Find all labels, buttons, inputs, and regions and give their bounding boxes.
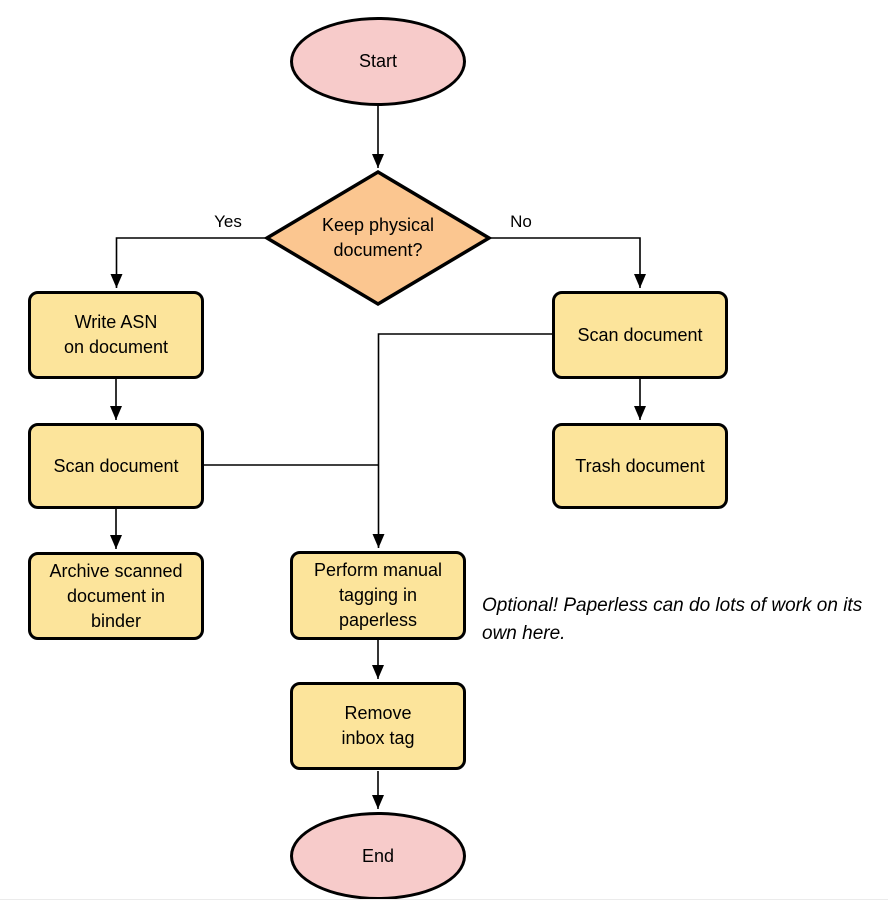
node-scan-document-left: Scan document xyxy=(28,423,204,509)
edge-decision-yes xyxy=(110,237,266,288)
node-archive-binder: Archive scanned document in binder xyxy=(28,552,204,640)
node-start: Start xyxy=(290,17,466,106)
node-scan-document-left-label: Scan document xyxy=(53,455,179,476)
node-manual-tagging: Perform manual tagging in paperless xyxy=(290,551,466,640)
node-scan-document-right-label: Scan document xyxy=(577,324,703,345)
node-end-label: End xyxy=(361,845,395,866)
edge-label-yes: Yes xyxy=(212,212,244,232)
node-start-label: Start xyxy=(358,51,397,71)
node-remove-inbox-tag: Remove inbox tag xyxy=(290,682,466,770)
node-trash-document: Trash document xyxy=(552,423,728,509)
node-decision: Keep physical document? xyxy=(264,169,492,307)
edge-scanright-tagging xyxy=(372,333,552,548)
node-decision-label: Keep physical document? xyxy=(321,215,435,260)
node-write-asn-label: Write ASN on document xyxy=(63,312,169,357)
edge-decision-no xyxy=(490,237,646,288)
optional-note: Optional! Paperless can do lots of work … xyxy=(482,595,863,644)
node-end: End xyxy=(290,812,466,900)
node-write-asn: Write ASN on document xyxy=(28,291,204,379)
edge-label-no: No xyxy=(508,212,534,232)
node-archive-binder-label: Archive scanned document in binder xyxy=(49,560,183,631)
decision-diamond-shape xyxy=(264,169,492,307)
node-manual-tagging-label: Perform manual tagging in paperless xyxy=(313,560,443,630)
node-scan-document-right: Scan document xyxy=(552,291,728,379)
bottom-divider xyxy=(0,899,888,900)
node-remove-inbox-tag-label: Remove inbox tag xyxy=(341,703,415,748)
node-trash-document-label: Trash document xyxy=(575,455,705,476)
